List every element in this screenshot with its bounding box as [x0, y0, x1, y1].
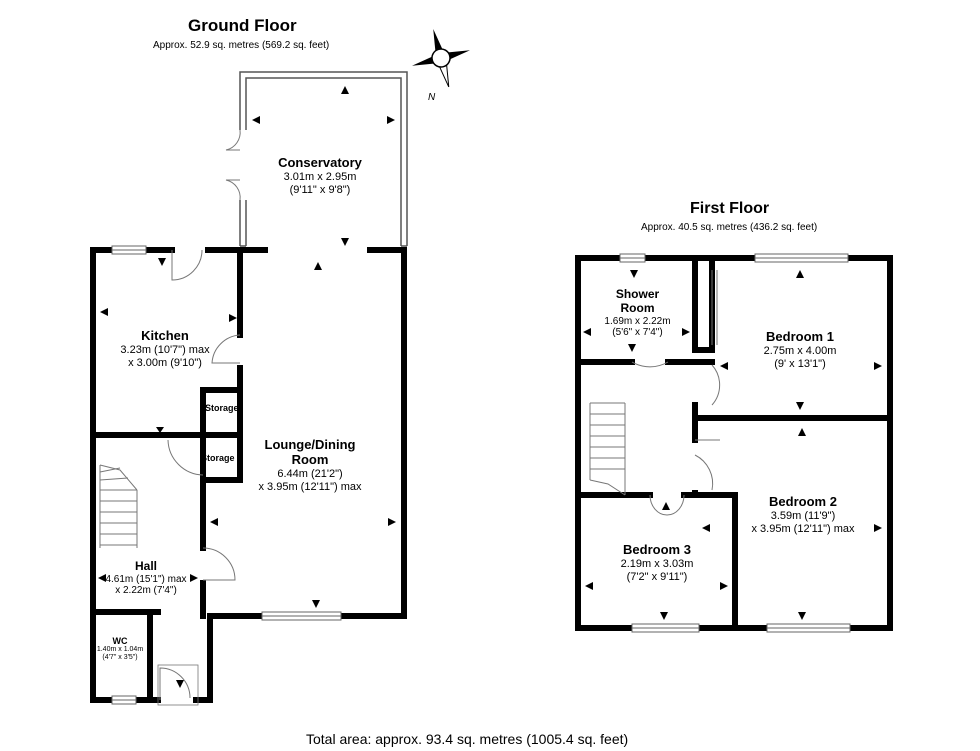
bedroom-3-label: Bedroom 3 2.19m x 3.03m (7'2" x 9'11")	[597, 542, 717, 583]
dimension-arrows	[98, 86, 882, 688]
first-floor-title: First Floor	[690, 200, 770, 217]
conservatory-label: Conservatory 3.01m x 2.95m (9'11" x 9'8"…	[265, 155, 375, 196]
room-dimensions: 4.61m (15'1") max	[105, 573, 187, 585]
room-name: Bedroom 2	[769, 494, 837, 509]
bedroom-1-label: Bedroom 1 2.75m x 4.00m (9' x 13'1")	[735, 329, 865, 370]
room-dimensions: 3.59m (11'9")	[770, 509, 836, 522]
room-dimensions-2: x 3.00m (9'10")	[128, 356, 202, 369]
first-floor-walls	[575, 255, 893, 631]
room-name-line2: Room	[620, 300, 655, 315]
first-stairs	[589, 402, 626, 496]
compass-icon	[412, 29, 470, 88]
wc-label: WC 1.40m x 1.04m (4'7" x 3'5")	[93, 636, 147, 662]
hall-label: Hall 4.61m (15'1") max x 2.22m (7'4")	[96, 559, 196, 597]
total-area: Total area: approx. 93.4 sq. metres (100…	[306, 731, 629, 747]
room-dimensions-imperial: (5'6" x 7'4")	[612, 327, 663, 339]
bedroom-2-label: Bedroom 2 3.59m (11'9") x 3.95m (12'11")…	[738, 494, 868, 535]
room-dimensions: 3.23m (10'7") max	[120, 343, 210, 356]
shower-room-label: Shower Room 1.69m x 2.22m (5'6" x 7'4")	[590, 287, 685, 339]
room-dimensions: 6.44m (21'2")	[277, 467, 343, 480]
room-name-line1: Shower	[615, 287, 660, 301]
room-name: Bedroom 1	[766, 329, 834, 344]
room-dimensions-imperial: (9'11" x 9'8")	[289, 183, 351, 196]
lounge-dining-label: Lounge/Dining Room 6.44m (21'2") x 3.95m…	[245, 437, 375, 493]
room-name: WC	[112, 636, 128, 646]
first-floor-area: Approx. 40.5 sq. metres (436.2 sq. feet)	[641, 222, 818, 233]
first-doors	[631, 270, 721, 516]
room-dimensions-imperial: (9' x 13'1")	[774, 357, 826, 370]
room-dimensions-imperial: (7'2" x 9'11")	[626, 570, 688, 583]
ground-stairs	[99, 464, 138, 548]
ground-doors	[157, 129, 241, 706]
room-dimensions-2: x 3.95m (12'11") max	[258, 480, 362, 493]
room-name-line1: Lounge/Dining	[264, 437, 356, 452]
ground-floor-windows	[111, 245, 342, 705]
room-dimensions: 1.40m x 1.04m	[96, 646, 144, 654]
room-name-line2: Room	[291, 451, 329, 467]
kitchen-label: Kitchen 3.23m (10'7") max x 3.00m (9'10"…	[105, 328, 225, 369]
room-name: Bedroom 3	[623, 542, 691, 557]
room-dimensions-2: x 3.95m (12'11") max	[751, 522, 855, 535]
ground-floor-area: Approx. 52.9 sq. metres (569.2 sq. feet)	[153, 40, 330, 51]
room-name: Hall	[134, 559, 157, 573]
ground-floor-walls	[90, 247, 407, 703]
first-floor-windows	[619, 253, 851, 633]
room-dimensions: 2.75m x 4.00m	[763, 344, 837, 357]
room-dimensions: 2.19m x 3.03m	[620, 557, 694, 570]
conservatory-walls	[239, 71, 408, 247]
room-name: Kitchen	[141, 328, 189, 343]
room-dimensions-imperial: (4'7" x 3'5")	[102, 654, 138, 662]
compass-north-label: N	[428, 92, 436, 103]
room-dimensions: 1.69m x 2.22m	[604, 315, 671, 327]
room-name: Conservatory	[278, 155, 362, 170]
room-dimensions: 3.01m x 2.95m	[283, 170, 357, 183]
storage-label-1: Storage	[205, 403, 239, 413]
room-dimensions-2: x 2.22m (7'4")	[115, 585, 177, 597]
ground-floor-title: Ground Floor	[188, 16, 297, 35]
storage-label-2: Storage	[201, 453, 235, 463]
